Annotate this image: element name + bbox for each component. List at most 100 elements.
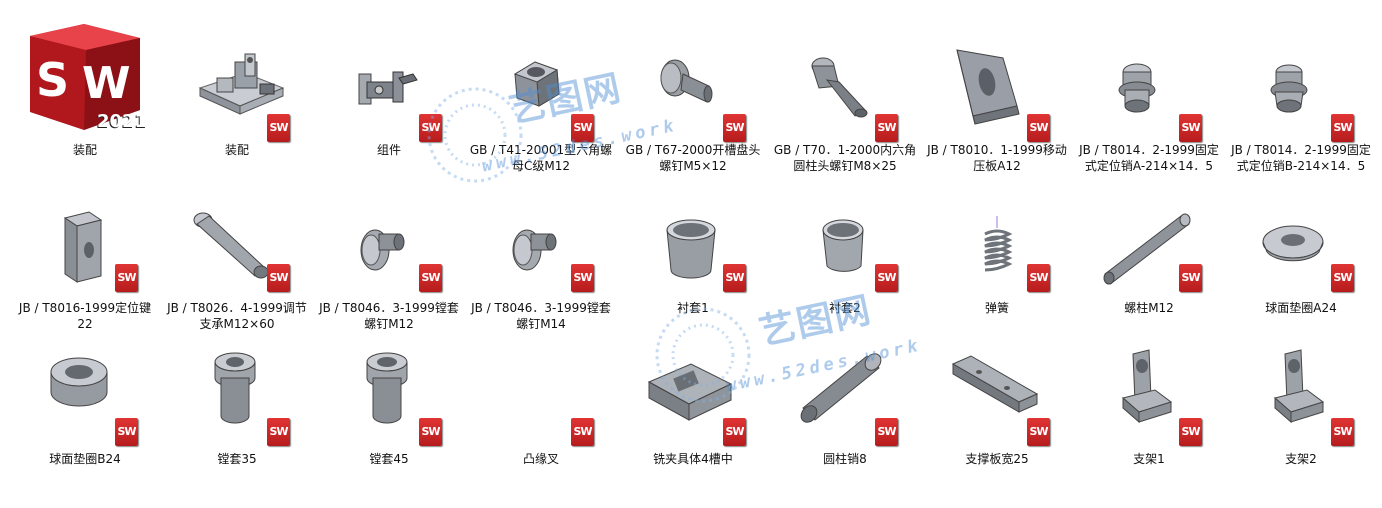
- file-label: 装配: [224, 143, 249, 157]
- file-item[interactable]: SW 支架1: [1073, 348, 1225, 508]
- milling-fixture-body-icon: [645, 356, 737, 458]
- file-label: 衬套2: [829, 301, 861, 315]
- file-label: 装配: [72, 143, 97, 157]
- bushing-screw-m14-icon: [505, 220, 597, 322]
- solidworks-badge-icon: SW: [419, 418, 442, 446]
- svg-text:W: W: [82, 58, 131, 109]
- solidworks-badge-icon: SW: [1179, 264, 1202, 292]
- bracket-1-icon: [1119, 348, 1211, 450]
- solidworks-badge-icon: SW: [1027, 114, 1050, 142]
- file-row: SW JB / T8016-1999定位键22 SW JB / T8026．4-…: [9, 198, 1377, 348]
- file-item[interactable]: SW 衬套2: [769, 198, 921, 348]
- file-item[interactable]: SW JB / T8046．3-1999镗套螺钉M14: [465, 198, 617, 348]
- file-item[interactable]: SW 螺柱M12: [1073, 198, 1225, 348]
- file-item[interactable]: SW 支架2: [1225, 348, 1377, 508]
- file-label: 圆柱销8: [823, 452, 867, 466]
- solidworks-app-icon: S W 2021 2021: [24, 18, 147, 140]
- pan-head-screw-icon: [653, 56, 745, 158]
- file-item[interactable]: SW 铣夹具体4槽中: [617, 348, 769, 508]
- file-label: 镗套35: [217, 452, 257, 466]
- file-row: SW 球面垫圈B24 SW 镗套35: [9, 348, 1377, 508]
- boring-sleeve-45-icon: [363, 350, 455, 452]
- solidworks-badge-icon: SW: [1179, 114, 1202, 142]
- file-label: GB / T41-20001型六角螺母C级M12: [469, 143, 613, 173]
- file-item[interactable]: SW 组件: [313, 38, 465, 198]
- file-row: 装配 SW 装配: [9, 38, 1377, 198]
- file-label: 支架1: [1133, 452, 1165, 466]
- file-label: 支架2: [1285, 452, 1317, 466]
- solidworks-badge-icon: SW: [571, 264, 594, 292]
- spherical-washer-b-icon: [45, 352, 137, 454]
- file-label: GB / T70．1-2000内六角圆柱头螺钉M8×25: [773, 143, 917, 173]
- file-item[interactable]: 装配: [9, 38, 161, 198]
- file-label: 铣夹具体4槽中: [653, 452, 733, 466]
- file-label: JB / T8014．2-1999固定式定位销B-214×14．5: [1231, 143, 1371, 173]
- file-item[interactable]: SW 圆柱销8: [769, 348, 921, 508]
- file-item[interactable]: SW 弹簧: [921, 198, 1073, 348]
- file-item[interactable]: SW 球面垫圈B24: [9, 348, 161, 508]
- file-item[interactable]: SW 镗套45: [313, 348, 465, 508]
- file-label: 支撑板宽25: [965, 452, 1029, 466]
- socket-cap-screw-icon: [805, 52, 897, 154]
- solidworks-badge-icon: SW: [723, 418, 746, 446]
- adjust-support-icon: [191, 210, 283, 312]
- solidworks-badge-icon: SW: [875, 418, 898, 446]
- file-label: 镗套45: [369, 452, 409, 466]
- file-item[interactable]: SW GB / T67-2000开槽盘头螺钉M5×12: [617, 38, 769, 198]
- file-label: 螺柱M12: [1124, 301, 1174, 315]
- file-item[interactable]: SW 球面垫圈A24: [1225, 198, 1377, 348]
- file-label: JB / T8014．2-1999固定式定位销A-214×14．5: [1079, 143, 1219, 173]
- svg-text:2021: 2021: [97, 111, 146, 132]
- solidworks-badge-icon: SW: [875, 264, 898, 292]
- file-item[interactable]: SW JB / T8016-1999定位键22: [9, 198, 161, 348]
- solidworks-badge-icon: SW: [419, 264, 442, 292]
- solidworks-badge-icon: SW: [115, 264, 138, 292]
- hex-nut-icon: [507, 56, 599, 158]
- solidworks-badge-icon: SW: [1179, 418, 1202, 446]
- file-label: 球面垫圈A24: [1265, 301, 1337, 315]
- file-item[interactable]: SW 装配: [161, 38, 313, 198]
- file-label: 弹簧: [984, 301, 1009, 315]
- solidworks-badge-icon: SW: [1331, 418, 1354, 446]
- stud-icon: [1101, 212, 1193, 314]
- solidworks-badge-icon: SW: [419, 114, 442, 142]
- file-item[interactable]: SW GB / T70．1-2000内六角圆柱头螺钉M8×25: [769, 38, 921, 198]
- file-item[interactable]: SW 凸缘叉: [465, 348, 617, 508]
- file-item[interactable]: SW JB / T8010．1-1999移动压板A12: [921, 38, 1073, 198]
- bushing-screw-m12-icon: [353, 220, 445, 322]
- cylinder-pin-icon: [797, 350, 889, 452]
- locating-pin-a-icon: [1109, 60, 1201, 162]
- clamp-plate-icon: [951, 46, 1043, 148]
- bushing-2-icon: [819, 216, 911, 318]
- file-label: 球面垫圈B24: [49, 452, 121, 466]
- boring-sleeve-35-icon: [211, 350, 303, 452]
- solidworks-badge-icon: SW: [267, 114, 290, 142]
- solidworks-badge-icon: SW: [1331, 264, 1354, 292]
- file-label: JB / T8010．1-1999移动压板A12: [927, 143, 1067, 173]
- file-label: 凸缘叉: [522, 452, 559, 466]
- file-item[interactable]: SW JB / T8014．2-1999固定式定位销A-214×14．5: [1073, 38, 1225, 198]
- file-item[interactable]: SW JB / T8046．3-1999镗套螺钉M12: [313, 198, 465, 348]
- file-label: 组件: [376, 143, 401, 157]
- file-item[interactable]: SW 支撑板宽25: [921, 348, 1073, 508]
- spring-icon: [977, 210, 1069, 312]
- file-item[interactable]: SW 镗套35: [161, 348, 313, 508]
- solidworks-badge-icon: SW: [1331, 114, 1354, 142]
- file-item[interactable]: SW JB / T8026．4-1999调节支承M12×60: [161, 198, 313, 348]
- solidworks-badge-icon: SW: [1027, 418, 1050, 446]
- support-plate-icon: [949, 350, 1041, 452]
- solidworks-badge-icon: SW: [267, 264, 290, 292]
- solidworks-badge-icon: SW: [115, 418, 138, 446]
- solidworks-badge-icon: SW: [875, 114, 898, 142]
- svg-text:S: S: [36, 53, 69, 107]
- locating-key-icon: [59, 210, 151, 312]
- file-label: 衬套1: [677, 301, 709, 315]
- file-item[interactable]: SW 衬套1: [617, 198, 769, 348]
- file-item[interactable]: SW JB / T8014．2-1999固定式定位销B-214×14．5: [1225, 38, 1377, 198]
- file-item[interactable]: SW GB / T41-20001型六角螺母C级M12: [465, 38, 617, 198]
- solidworks-badge-icon: SW: [723, 264, 746, 292]
- file-label: JB / T8046．3-1999镗套螺钉M14: [471, 301, 611, 331]
- component-icon: [353, 64, 445, 166]
- file-label: JB / T8026．4-1999调节支承M12×60: [167, 301, 307, 331]
- locating-pin-b-icon: [1261, 60, 1353, 162]
